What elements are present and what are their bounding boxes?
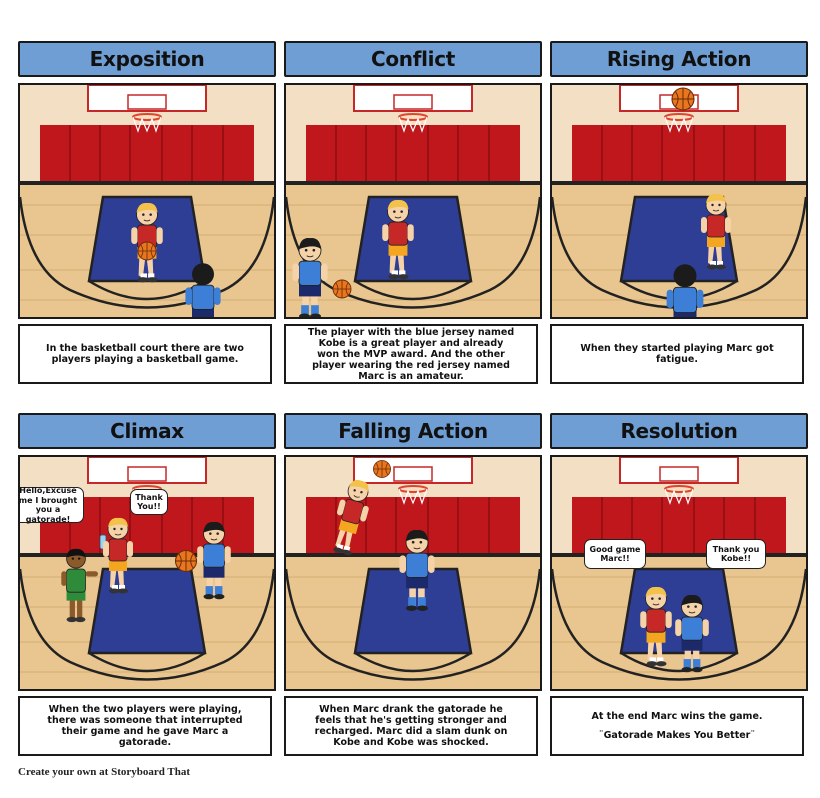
scene-image	[550, 83, 808, 319]
panel-caption: When the two players were playing, there…	[18, 696, 272, 756]
scene-image	[18, 83, 276, 319]
speech-bubble-marc: Thank you Kobe!!	[706, 539, 766, 569]
panel-title: Resolution	[550, 413, 808, 449]
footer-credit[interactable]: Create your own at Storyboard That	[18, 766, 191, 778]
scene-image: Hello,Excuse me I brought you a gatorade…	[18, 455, 276, 691]
speech-bubble-friend: Hello,Excuse me I brought you a gatorade…	[20, 486, 84, 524]
speech-bubble-kobe: Good game Marc!!	[584, 539, 646, 569]
panel-title: Rising Action	[550, 41, 808, 77]
scene-image	[284, 83, 542, 319]
panel-title: Falling Action	[284, 413, 542, 449]
scene-image: Good game Marc!! Thank you Kobe!!	[550, 455, 808, 691]
panel-title: Climax	[18, 413, 276, 449]
panel-caption: In the basketball court there are two pl…	[18, 324, 272, 384]
panel-title: Conflict	[284, 41, 542, 77]
panel-caption: When Marc drank the gatorade he feels th…	[284, 696, 538, 756]
scene-image	[284, 455, 542, 691]
panel-caption: At the end Marc wins the game. ¨Gatorade…	[550, 696, 804, 756]
panel-title: Exposition	[18, 41, 276, 77]
panel-quote: ¨Gatorade Makes You Better¨	[598, 730, 756, 741]
panel-caption: When they started playing Marc got fatig…	[550, 324, 804, 384]
speech-bubble-marc: Thank You!!	[130, 489, 168, 515]
panel-caption: The player with the blue jersey named Ko…	[284, 324, 538, 384]
